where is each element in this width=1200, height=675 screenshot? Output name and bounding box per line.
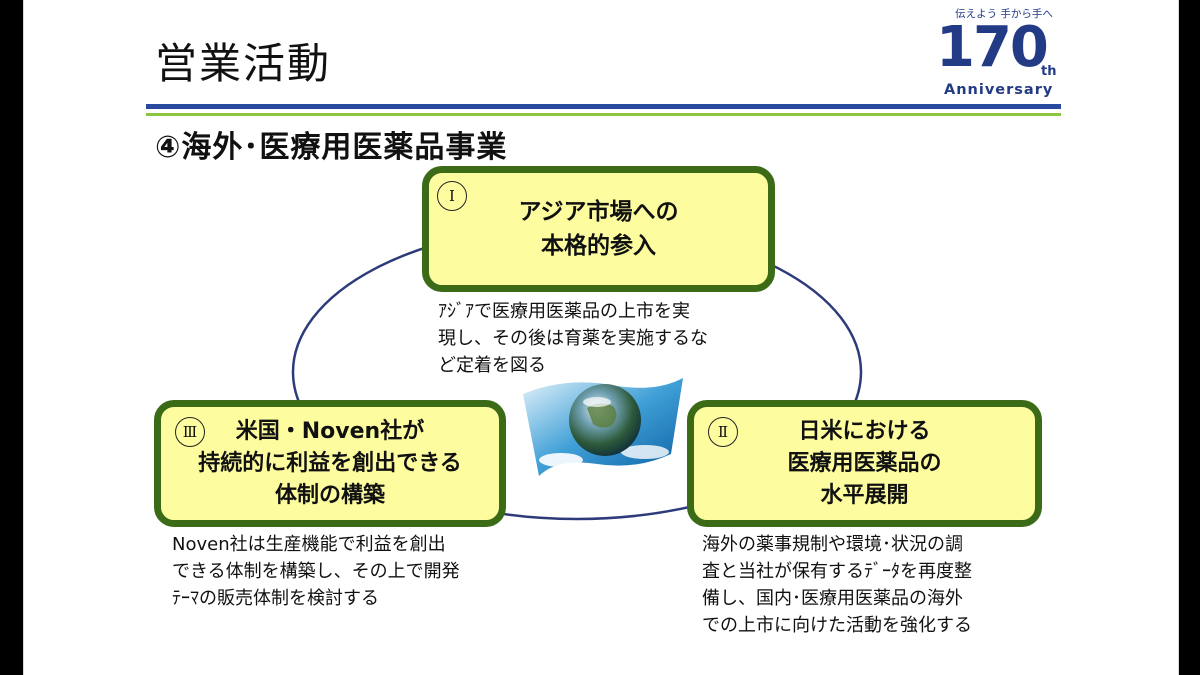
title-rule-blue <box>146 104 1061 109</box>
desc-line: Noven社は生産機能で利益を創出 <box>172 534 446 555</box>
logo-suffix: th <box>1041 64 1057 79</box>
desc-line: 査と当社が保有するﾃﾞｰﾀを再度整 <box>702 561 972 582</box>
desc-line: ﾃｰﾏの販売体制を検討する <box>172 588 379 609</box>
strategy-desc-3: Noven社は生産機能で利益を創出 できる体制を構築し、その上で開発 ﾃｰﾏの販… <box>172 531 460 612</box>
logo-tagline: 伝えよう 手から手へ <box>955 8 1053 20</box>
desc-line: 現し、その後は育薬を実施するな <box>438 328 708 349</box>
desc-line: での上市に向けた活動を強化する <box>702 615 972 636</box>
roman-numeral-badge: Ⅰ <box>437 181 467 211</box>
title-rule-green <box>146 113 1061 116</box>
roman-numeral-badge: Ⅱ <box>708 417 738 447</box>
globe-image <box>523 378 683 476</box>
strategy-box-2: Ⅱ 日米における 医療用医薬品の 水平展開 <box>687 400 1042 527</box>
desc-line: ｱｼﾞｱで医療用医薬品の上市を実 <box>438 301 690 322</box>
box-label-line: 米国・Noven社が <box>235 418 425 444</box>
box-label-line: 日米における <box>798 418 931 444</box>
logo-anniversary: Anniversary <box>944 82 1054 98</box>
strategy-box-1: Ⅰ アジア市場への 本格的参入 <box>422 166 775 292</box>
strategy-box-3: Ⅲ 米国・Noven社が 持続的に利益を創出できる 体制の構築 <box>154 400 506 527</box>
slide: 営業活動 伝えよう 手から手へ 170 th Anniversary ④海外･医… <box>23 0 1179 675</box>
strategy-desc-2: 海外の薬事規制や環境･状況の調 査と当社が保有するﾃﾞｰﾀを再度整 備し、国内･… <box>702 531 972 639</box>
desc-line: できる体制を構築し、その上で開発 <box>172 561 460 582</box>
desc-line: ど定着を図る <box>438 355 546 376</box>
slide-title: 営業活動 <box>155 39 332 88</box>
anniversary-logo: 伝えよう 手から手へ 170 th Anniversary <box>924 6 1084 102</box>
roman-numeral-badge: Ⅲ <box>175 417 205 447</box>
box-label-line: アジア市場への <box>518 199 679 225</box>
desc-line: 海外の薬事規制や環境･状況の調 <box>702 534 963 555</box>
box-label-line: 持続的に利益を創出できる <box>198 450 462 476</box>
slide-subtitle: ④海外･医療用医薬品事業 <box>155 130 508 165</box>
desc-line: 備し、国内･医療用医薬品の海外 <box>702 588 963 609</box>
box-label-line: 医療用医薬品の <box>787 450 942 476</box>
box-label-line: 水平展開 <box>820 482 909 508</box>
box-label-line: 本格的参入 <box>541 233 656 259</box>
logo-number: 170 <box>936 15 1049 80</box>
box-label-line: 体制の構築 <box>274 482 385 508</box>
strategy-desc-1: ｱｼﾞｱで医療用医薬品の上市を実 現し、その後は育薬を実施するな ど定着を図る <box>438 298 708 379</box>
